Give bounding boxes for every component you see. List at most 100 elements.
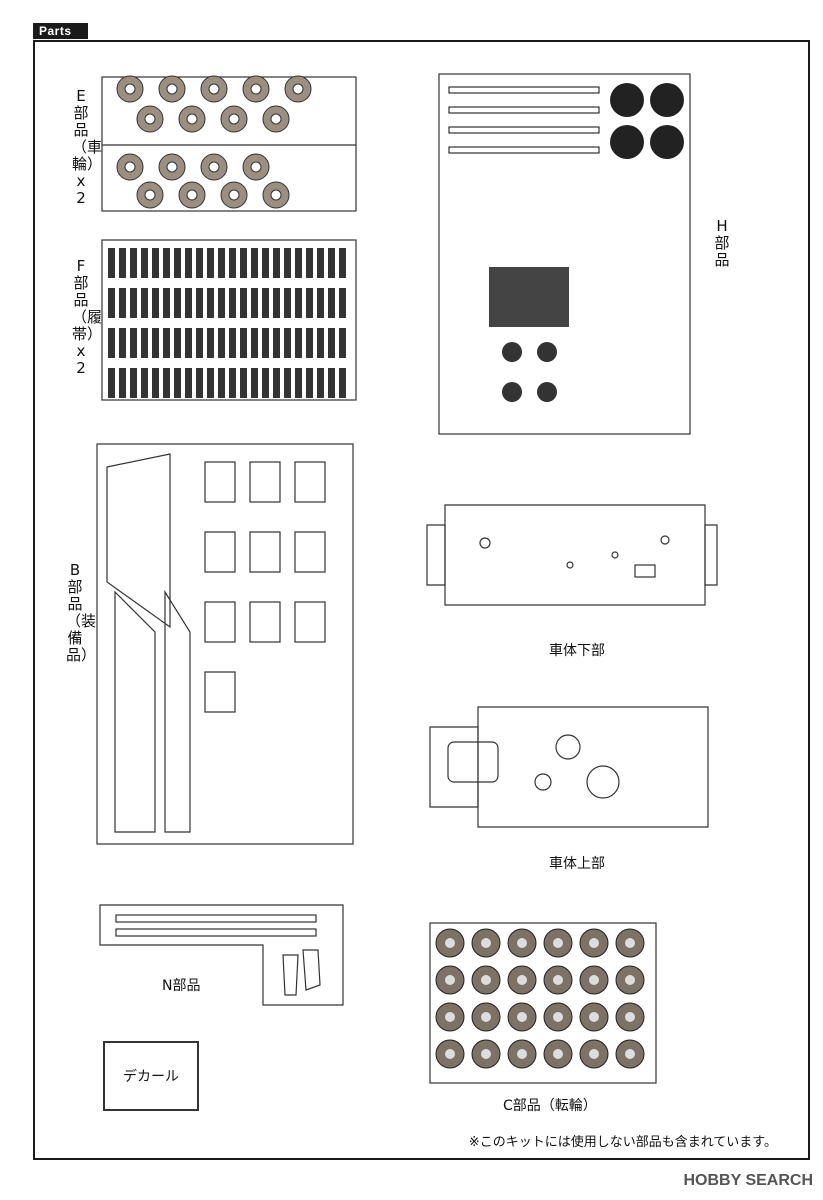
track-link [185,248,192,278]
track-link [218,248,225,278]
track-link [152,328,159,358]
road-wheel-part [615,965,645,995]
track-link [306,368,313,398]
wheel-part [178,105,206,133]
track-link [130,368,137,398]
sprue-b [96,443,354,845]
track-link [317,328,324,358]
track-link [163,328,170,358]
hull-lower-part [426,504,718,606]
track-link [229,248,236,278]
track-link [141,368,148,398]
track-link [240,368,247,398]
road-wheel-part [579,928,609,958]
track-link [306,328,313,358]
track-link [251,368,258,398]
rod-part [448,106,600,114]
track-link [317,248,324,278]
wheel-part [158,75,186,103]
equipment-part [204,531,236,573]
track-link [273,368,280,398]
track-link [262,288,269,318]
track-link [152,368,159,398]
track-link [174,248,181,278]
rod-part [448,146,600,154]
sprue-e [101,75,357,212]
sprue-h [438,73,691,435]
equipment-part [249,601,281,643]
road-wheel-part [615,1039,645,1069]
wheel-part [650,83,684,117]
label-hull-upper: 車体上部 [549,856,605,872]
equipment-part [294,461,326,503]
track-link [273,248,280,278]
track-link [328,328,335,358]
track-link [218,288,225,318]
road-wheel-part [471,965,501,995]
track-link [174,288,181,318]
track-link [251,248,258,278]
wheel-part [262,181,290,209]
track-link [218,328,225,358]
track-link [196,328,203,358]
road-wheel-part [507,1002,537,1032]
wheel-part [262,105,290,133]
track-link [163,368,170,398]
track-link [130,288,137,318]
track-link [108,368,115,398]
track-link [339,288,346,318]
track-link [295,368,302,398]
road-wheel-part [471,928,501,958]
label-c: C部品（転輪） [503,1098,597,1114]
track-link [295,248,302,278]
track-link [273,328,280,358]
track-link [295,328,302,358]
wheel-part [242,75,270,103]
rod-part [448,126,600,134]
road-wheel-part [579,965,609,995]
wheel-part [220,105,248,133]
track-link [119,368,126,398]
wheel-part [116,153,144,181]
track-link [196,248,203,278]
sprue-f [101,239,357,401]
unused-parts-note: ※このキットには使用しない部品も含まれています。 [468,1135,777,1150]
track-link [119,248,126,278]
track-link [141,248,148,278]
wheel-part [200,153,228,181]
wheel-part [200,75,228,103]
label-h: H部品 [714,217,730,269]
track-link [328,368,335,398]
road-wheel-part [615,928,645,958]
wheel-part [220,181,248,209]
sprocket-part [537,342,557,362]
label-hull-lower: 車体下部 [549,643,605,659]
track-link [185,328,192,358]
track-link [262,248,269,278]
track-link [295,288,302,318]
track-link [229,328,236,358]
road-wheel-part [543,1002,573,1032]
parts-frame [33,40,810,1160]
road-wheel-part [435,965,465,995]
parts-header: Parts [33,23,88,39]
wheel-part [136,105,164,133]
track-link [108,328,115,358]
track-link [185,288,192,318]
track-link [141,288,148,318]
equipment-part [249,531,281,573]
wheel-part [610,125,644,159]
track-link [317,368,324,398]
track-link [218,368,225,398]
road-wheel-part [507,928,537,958]
label-f: F部品（履帯）x2 [72,257,103,377]
track-link [207,368,214,398]
track-link [185,368,192,398]
engine-deck-part [489,267,569,327]
track-link [284,248,291,278]
equipment-part [204,601,236,643]
track-link [284,288,291,318]
sprocket-part [537,382,557,402]
track-link [273,288,280,318]
track-link [130,328,137,358]
